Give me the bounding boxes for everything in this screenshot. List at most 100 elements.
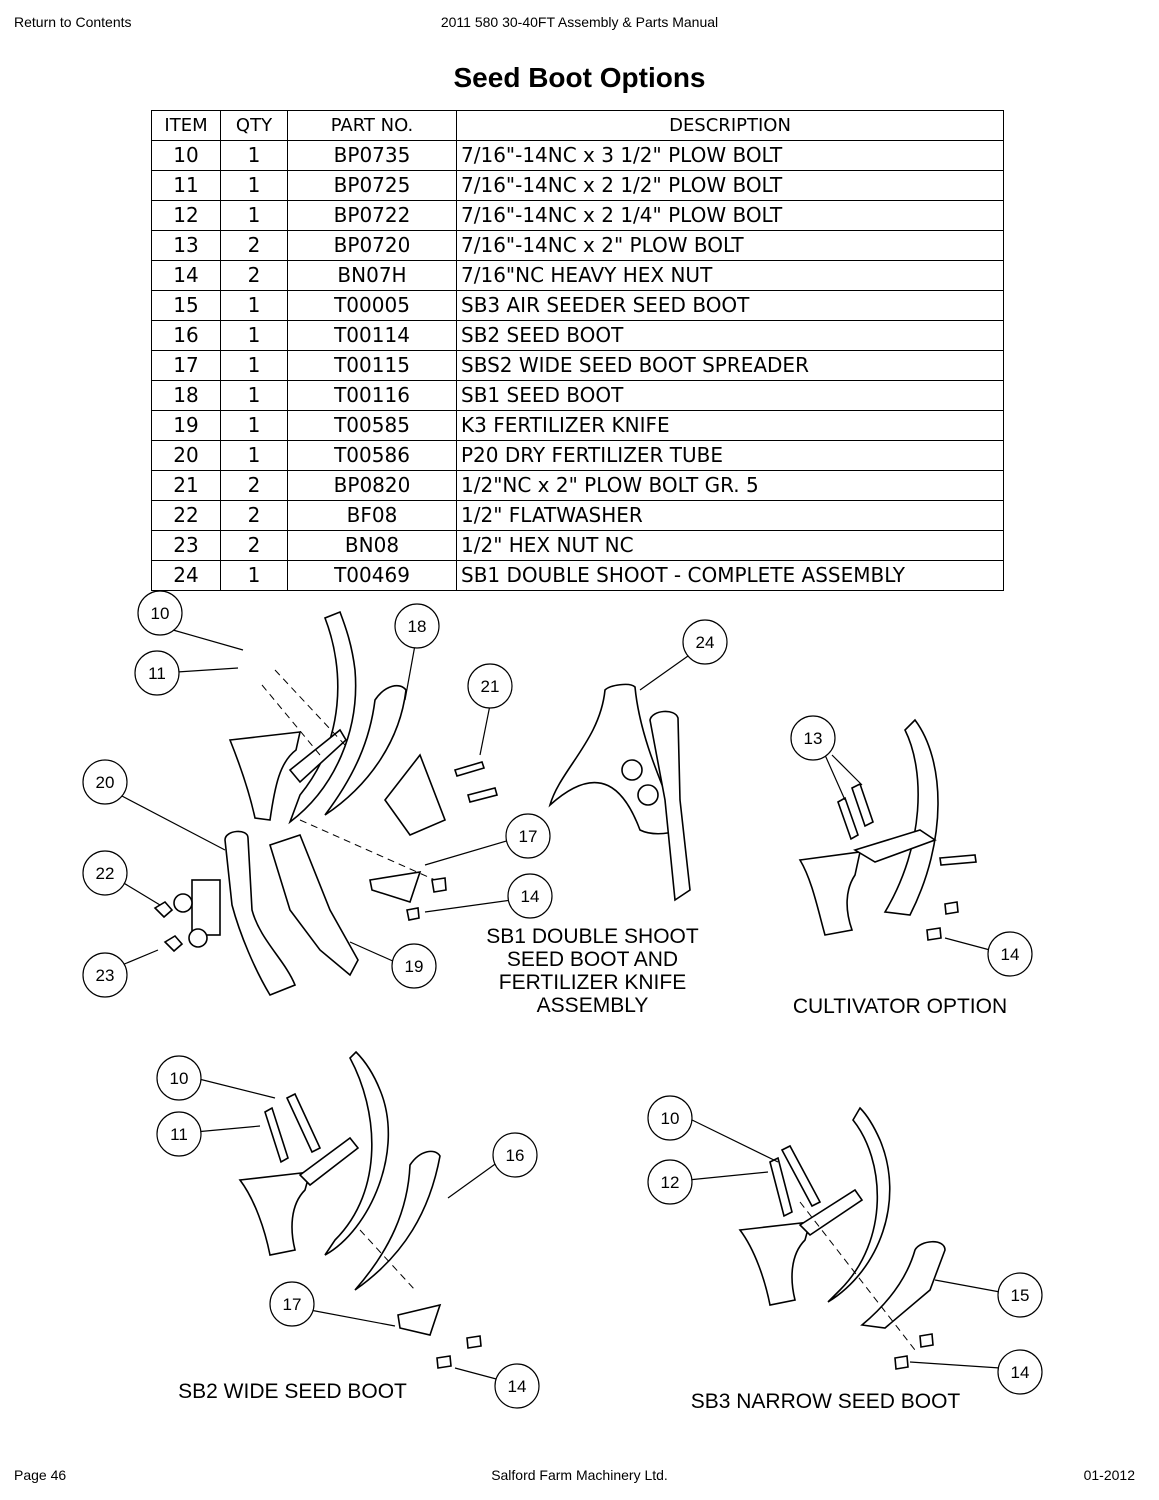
svg-text:19: 19: [405, 957, 424, 976]
svg-text:11: 11: [170, 1125, 188, 1144]
callout-cultivator-14: 14: [987, 931, 1033, 977]
sb3-diagram-caption: SB3 NARROW SEED BOOT: [690, 1390, 961, 1413]
qty-cell: 2: [220, 470, 288, 501]
item-cell: 17: [151, 350, 221, 381]
svg-text:14: 14: [1001, 945, 1020, 964]
item-cell: 24: [151, 560, 221, 591]
callout-sb3-10: 10: [647, 1095, 693, 1141]
svg-text:17: 17: [283, 1295, 302, 1314]
sb2-wide-seed-boot-diagram: [194, 1050, 501, 1381]
svg-text:14: 14: [521, 887, 540, 906]
part-no-cell: BP0725: [287, 170, 457, 201]
column-header-qty: QTY: [220, 110, 288, 141]
svg-text:16: 16: [506, 1146, 525, 1165]
part-no-cell: T00585: [287, 410, 457, 441]
svg-text:10: 10: [661, 1109, 680, 1128]
item-cell: 18: [151, 380, 221, 411]
qty-cell: 1: [220, 410, 288, 441]
callout-sb2-17: 17: [269, 1281, 315, 1327]
description-cell: 7/16"-14NC x 3 1/2" PLOW BOLT: [456, 140, 1004, 171]
qty-cell: 2: [220, 260, 288, 291]
qty-cell: 1: [220, 140, 288, 171]
item-cell: 10: [151, 140, 221, 171]
callout-sb3-15: 15: [997, 1272, 1043, 1318]
qty-cell: 1: [220, 170, 288, 201]
callout-sb1-18: 18: [394, 603, 440, 649]
part-no-cell: T00005: [287, 290, 457, 321]
description-cell: 1/2" HEX NUT NC: [456, 530, 1004, 561]
part-no-cell: T00114: [287, 320, 457, 351]
qty-cell: 2: [220, 230, 288, 261]
cultivator-option-diagram: [798, 718, 991, 951]
svg-text:14: 14: [508, 1377, 527, 1396]
double-shoot-assembly-diagram: [548, 655, 691, 902]
part-no-cell: BF08: [287, 500, 457, 531]
description-cell: SB1 SEED BOOT: [456, 380, 1004, 411]
description-cell: K3 FERTILIZER KNIFE: [456, 410, 1004, 441]
sb1-assembly-diagram: [119, 610, 513, 996]
sb1-caption-line: ASSEMBLY: [536, 994, 649, 1017]
callout-sb2-10: 10: [156, 1055, 202, 1101]
qty-cell: 1: [220, 380, 288, 411]
svg-text:13: 13: [804, 729, 823, 748]
item-cell: 21: [151, 470, 221, 501]
manual-title: 2011 580 30-40FT Assembly & Parts Manual: [440, 14, 719, 30]
qty-cell: 1: [220, 290, 288, 321]
qty-cell: 2: [220, 500, 288, 531]
callout-cultivator-13: 13: [790, 715, 836, 761]
item-cell: 11: [151, 170, 221, 201]
revision-date: 01-2012: [1083, 1467, 1135, 1483]
item-cell: 15: [151, 290, 221, 321]
description-cell: 7/16"-14NC x 2 1/2" PLOW BOLT: [456, 170, 1004, 201]
svg-text:21: 21: [481, 677, 500, 696]
svg-text:24: 24: [696, 633, 715, 652]
item-cell: 20: [151, 440, 221, 471]
part-no-cell: BN07H: [287, 260, 457, 291]
company-name: Salford Farm Machinery Ltd.: [491, 1467, 668, 1483]
part-no-cell: BP0820: [287, 470, 457, 501]
svg-text:15: 15: [1011, 1286, 1030, 1305]
description-cell: 7/16"NC HEAVY HEX NUT: [456, 260, 1004, 291]
return-to-contents-link[interactable]: Return to Contents: [14, 14, 132, 30]
part-no-cell: BN08: [287, 530, 457, 561]
svg-text:10: 10: [151, 604, 170, 623]
qty-cell: 1: [220, 200, 288, 231]
sb1-caption-line: FERTILIZER KNIFE: [498, 971, 687, 994]
description-cell: 1/2" FLATWASHER: [456, 500, 1004, 531]
column-header-description: DESCRIPTION: [456, 110, 1004, 141]
sb1-diagram-caption: SB1 DOUBLE SHOOT SEED BOOT AND FERTILIZE…: [455, 925, 730, 1017]
description-cell: SB1 DOUBLE SHOOT - COMPLETE ASSEMBLY: [456, 560, 1004, 591]
callout-sb2-14: 14: [494, 1363, 540, 1409]
column-header-part-no: PART NO.: [287, 110, 457, 141]
item-cell: 12: [151, 200, 221, 231]
item-cell: 16: [151, 320, 221, 351]
svg-text:17: 17: [519, 827, 538, 846]
description-cell: 7/16"-14NC x 2 1/4" PLOW BOLT: [456, 200, 1004, 231]
svg-text:11: 11: [148, 664, 166, 683]
description-cell: 1/2"NC x 2" PLOW BOLT GR. 5: [456, 470, 1004, 501]
svg-text:20: 20: [96, 773, 115, 792]
qty-cell: 1: [220, 440, 288, 471]
table-header-row: ITEM QTY PART NO. DESCRIPTION: [151, 110, 1004, 141]
part-no-cell: BP0722: [287, 200, 457, 231]
callout-sb1-14: 14: [507, 873, 553, 919]
callout-sb2-11: 11: [156, 1111, 202, 1157]
description-cell: SB2 SEED BOOT: [456, 320, 1004, 351]
qty-cell: 2: [220, 530, 288, 561]
qty-cell: 1: [220, 560, 288, 591]
description-cell: SB3 AIR SEEDER SEED BOOT: [456, 290, 1004, 321]
part-no-cell: T00116: [287, 380, 457, 411]
callout-sb2-16: 16: [492, 1132, 538, 1178]
callout-sb1-19: 19: [391, 943, 437, 989]
